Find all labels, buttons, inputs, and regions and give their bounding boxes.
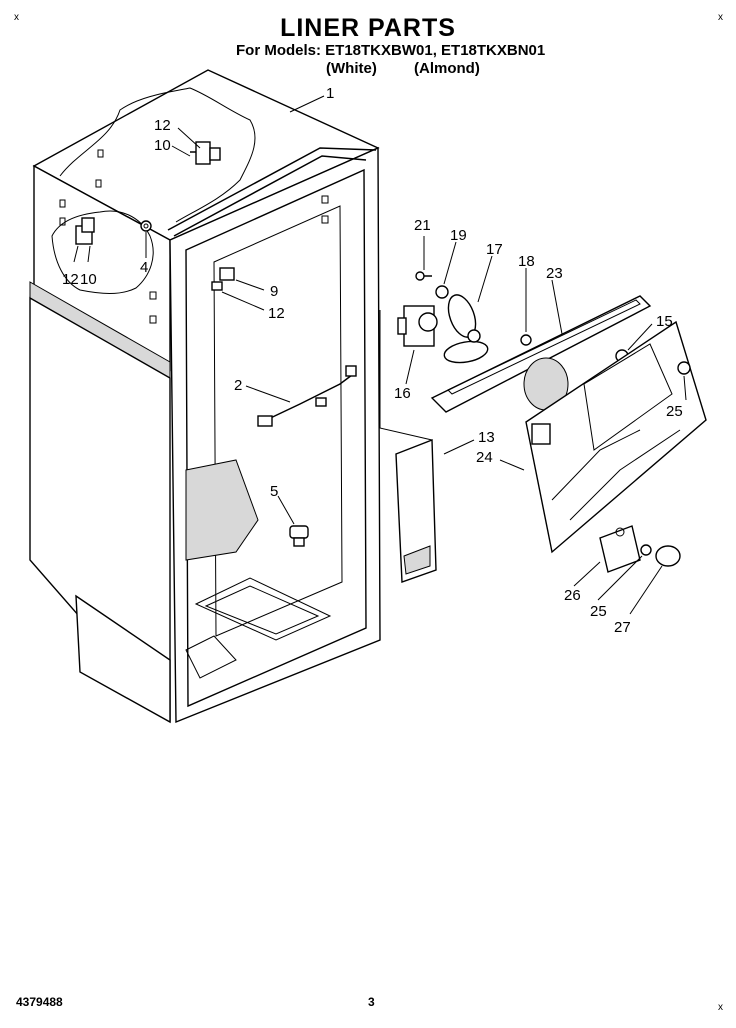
models-line: For Models: ET18TKXBW01, ET18TKXBN01 [236, 42, 546, 59]
screw-18 [520, 334, 532, 346]
callout-24: 24 [476, 449, 493, 466]
corner-mark-top-left: x [14, 12, 19, 23]
air-control-cover-24 [525, 320, 707, 554]
callout-21: 21 [414, 217, 431, 234]
callout-13: 13 [478, 429, 495, 446]
callout-18: 18 [518, 253, 535, 270]
callout-10-top: 10 [154, 137, 171, 154]
callout-labels: 1 12 10 12 10 4 9 12 2 5 13 24 21 19 17 … [62, 85, 683, 636]
leader-lines [73, 95, 687, 615]
variant-white-label: (White) [326, 60, 377, 77]
callout-19: 19 [450, 227, 467, 244]
callout-23: 23 [546, 265, 563, 282]
liner-inner-step [185, 459, 259, 561]
light-socket-bracket [75, 217, 95, 245]
liner-opening [185, 168, 367, 708]
corner-mark-top-right: x [718, 12, 723, 23]
page-number: 3 [368, 995, 375, 1009]
callout-12-top: 12 [154, 117, 171, 134]
callout-15: 15 [656, 313, 673, 330]
callout-2: 2 [234, 377, 242, 394]
page-title: LINER PARTS [280, 14, 456, 42]
callout-9: 9 [270, 283, 278, 300]
callout-1: 1 [326, 85, 334, 102]
part-number: 4379488 [16, 995, 63, 1009]
callout-12-left: 12 [62, 271, 79, 288]
clip-9 [211, 267, 235, 291]
callout-5: 5 [270, 483, 278, 500]
screw-19 [435, 285, 449, 299]
corner-mark-bottom-right: x [718, 1002, 723, 1013]
callout-17: 17 [486, 241, 503, 258]
liner-base [75, 594, 171, 724]
control-knob-27 [655, 545, 681, 567]
callout-25-bottom: 25 [590, 603, 607, 620]
air-duct-13 [395, 438, 437, 583]
callout-26: 26 [564, 587, 581, 604]
screw-25-bottom [640, 544, 652, 556]
callout-27: 27 [614, 619, 631, 636]
variant-almond-label: (Almond) [414, 60, 480, 77]
screw-4 [140, 220, 152, 232]
fan-blade-17 [443, 294, 489, 364]
fan-motor-16 [397, 305, 438, 347]
wire-harness-2 [257, 365, 357, 427]
callout-12-mid: 12 [268, 305, 285, 322]
liner-cabinet [29, 69, 381, 724]
callout-16: 16 [394, 385, 411, 402]
screw-25-top [677, 361, 691, 375]
callout-10-left: 10 [80, 271, 97, 288]
callout-4: 4 [140, 259, 148, 276]
callout-25-top: 25 [666, 403, 683, 420]
plug-button-5 [289, 525, 309, 547]
fan-shroud-23 [430, 295, 652, 413]
screw-21 [415, 271, 432, 281]
control-bracket-26 [599, 525, 641, 573]
